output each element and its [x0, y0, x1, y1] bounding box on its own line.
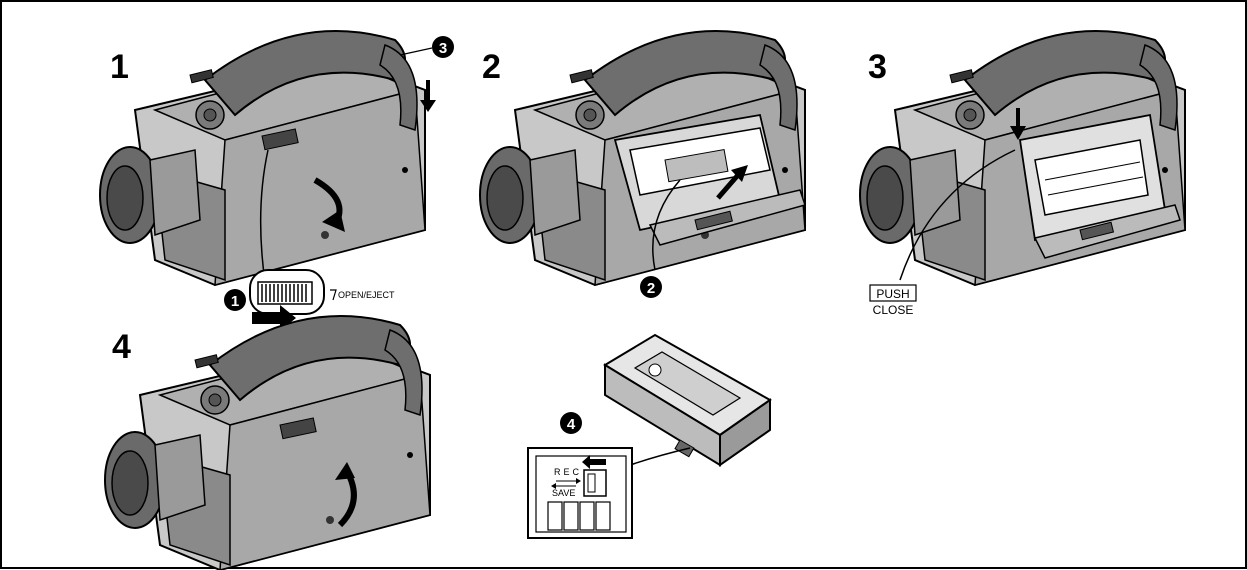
callout-3: 3: [432, 36, 454, 58]
svg-text:2: 2: [647, 280, 655, 297]
rec-label: REC: [554, 467, 582, 477]
rec-save-inset: REC SAVE: [527, 447, 633, 539]
callout-2: 2: [640, 276, 662, 298]
step-1-number: 1: [110, 48, 129, 86]
step-3-number: 3: [868, 48, 887, 86]
open-eject-label: OPEN/EJECT: [338, 290, 395, 300]
step-2-panel: 2 2: [479, 30, 806, 298]
step-1-panel: 1 3 OPE: [99, 30, 454, 331]
callout-4: 4: [560, 412, 582, 434]
open-eject-switch-zoom: OPEN/EJECT: [249, 269, 395, 315]
step-2-number: 2: [482, 48, 501, 86]
svg-text:1: 1: [231, 293, 239, 310]
push-close-label: PUSH CLOSE: [869, 284, 917, 317]
close-label: CLOSE: [873, 303, 914, 317]
push-label: PUSH: [876, 287, 909, 301]
step-3-panel: 3 PUSH CLOSE: [859, 30, 1186, 317]
cassette-illustration: [603, 333, 772, 467]
callout-1: 1: [224, 289, 246, 311]
svg-text:4: 4: [567, 416, 576, 433]
svg-text:3: 3: [439, 40, 447, 57]
save-label: SAVE: [552, 488, 575, 498]
step-4-number: 4: [112, 328, 131, 366]
step-4-panel: 4: [104, 315, 431, 570]
